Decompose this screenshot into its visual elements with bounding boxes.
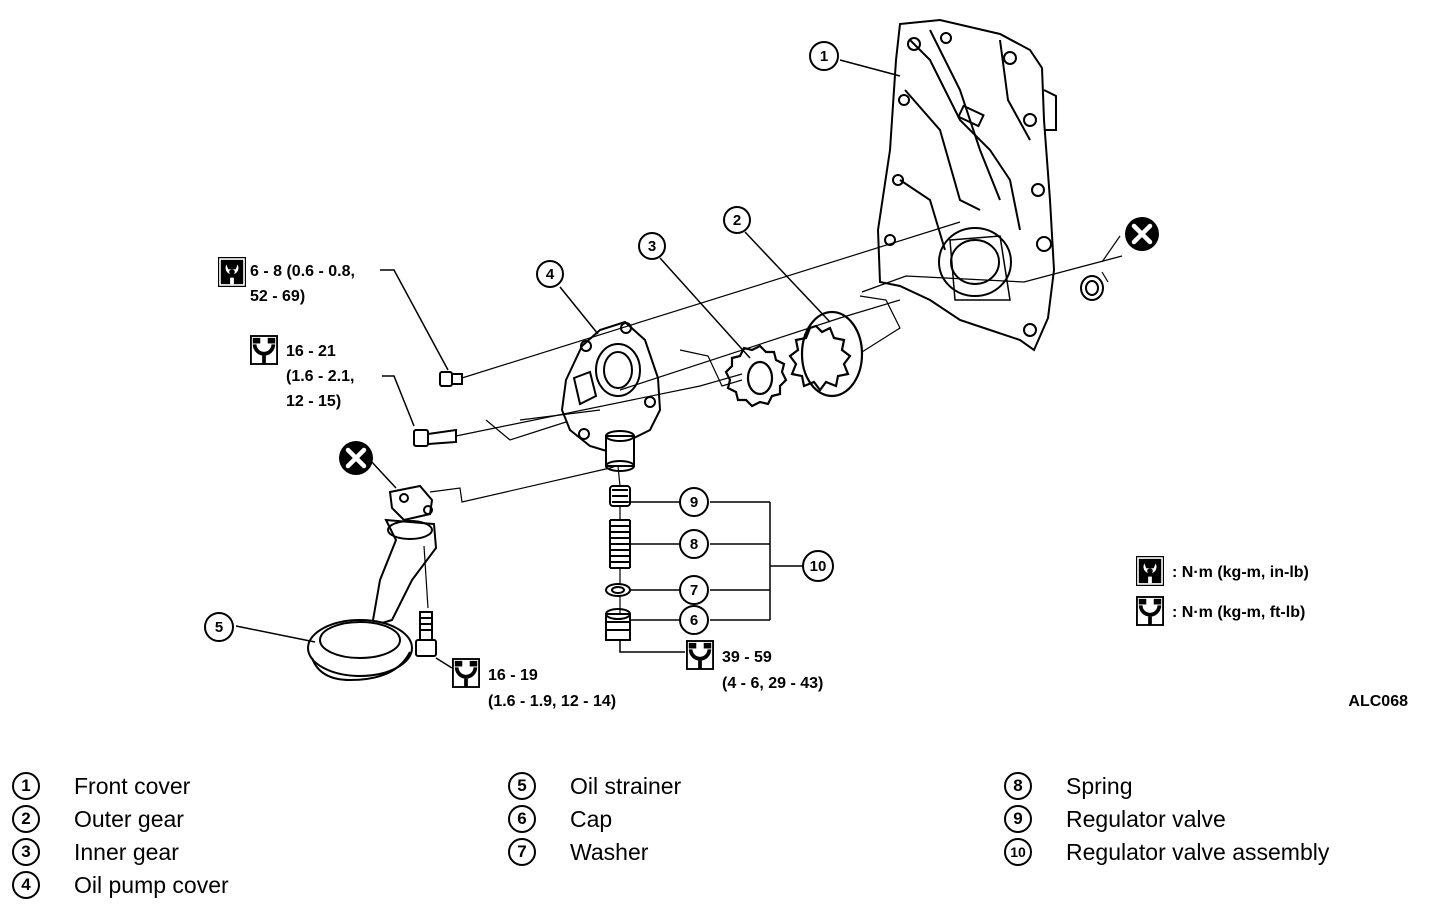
front-cover-part	[876, 18, 1057, 352]
legend-number: 4	[12, 871, 40, 899]
figure-code: ALC068	[1348, 693, 1408, 710]
svg-text:(4 - 6, 29 - 43): (4 - 6, 29 - 43)	[722, 675, 823, 692]
legend-label: Front cover	[74, 773, 191, 799]
legend-item-regulator-valve: 9 Regulator valve	[1004, 804, 1226, 834]
legend-number: 2	[12, 805, 40, 833]
svg-text:2: 2	[733, 212, 741, 229]
outer-gear-part	[788, 310, 864, 398]
svg-text:12 - 15): 12 - 15)	[286, 393, 341, 410]
x-circle-icon	[1125, 217, 1159, 251]
torque-spec-c: 16 - 19 (1.6 - 1.9, 12 - 14)	[452, 658, 616, 710]
legend-item-outer-gear: 2 Outer gear	[12, 804, 184, 834]
svg-text:10: 10	[810, 558, 827, 575]
svg-text:(1.6 - 1.9, 12 - 14): (1.6 - 1.9, 12 - 14)	[488, 693, 616, 710]
legend-number: 9	[1004, 805, 1032, 833]
plug-right	[1080, 275, 1104, 301]
legend-label: Washer	[570, 839, 649, 865]
svg-text:9: 9	[690, 494, 698, 511]
svg-text:: N·m (kg-m, in-lb): : N·m (kg-m, in-lb)	[1172, 564, 1309, 581]
unit-key: : N·m (kg-m, in-lb) : N·m (kg-m, ft-lb)	[1136, 556, 1309, 626]
legend-item-oil-strainer: 5 Oil strainer	[508, 771, 681, 801]
oil-strainer-part	[307, 484, 438, 682]
exploded-view-diagram: 1 2 3 4 5 9 8 7 6 10 6 - 8 (0.6 - 0.	[204, 18, 1408, 710]
legend-label: Oil pump cover	[74, 872, 229, 898]
legend-label: Outer gear	[74, 806, 184, 832]
legend-label: Regulator valve	[1066, 806, 1226, 832]
svg-text:6: 6	[690, 612, 698, 629]
callout-4: 4	[536, 260, 564, 288]
legend-item-oil-pump-cover: 4 Oil pump cover	[12, 870, 229, 900]
legend-number: 3	[12, 838, 40, 866]
svg-text:4: 4	[546, 266, 555, 283]
legend-number: 8	[1004, 772, 1032, 800]
callout-1: 1	[809, 41, 839, 71]
legend-number: 7	[508, 838, 536, 866]
svg-text:3: 3	[648, 238, 656, 255]
callout-2: 2	[723, 206, 751, 234]
svg-text:39 - 59: 39 - 59	[722, 649, 772, 666]
legend-label: Inner gear	[74, 839, 179, 865]
callout-9: 9	[679, 487, 709, 517]
assembly-guide-lines	[423, 221, 1123, 614]
legend-label: Spring	[1066, 773, 1133, 799]
legend-item-inner-gear: 3 Inner gear	[12, 837, 179, 867]
legend-number: 10	[1004, 838, 1032, 866]
callout-6: 6	[679, 605, 709, 635]
leader-lines	[235, 59, 901, 669]
oil-pump-cover-part	[560, 320, 662, 472]
inner-gear-part	[724, 344, 788, 408]
svg-text:16 - 21: 16 - 21	[286, 343, 336, 360]
legend-label: Cap	[570, 806, 613, 832]
svg-text:(1.6 - 2.1,: (1.6 - 2.1,	[286, 368, 354, 385]
svg-text:: N·m (kg-m, ft-lb): : N·m (kg-m, ft-lb)	[1172, 604, 1305, 621]
svg-text:8: 8	[690, 536, 698, 553]
legend-number: 1	[12, 772, 40, 800]
callout-8: 8	[679, 529, 709, 559]
legend-label: Regulator valve assembly	[1066, 839, 1330, 865]
svg-text:16 - 19: 16 - 19	[488, 667, 538, 684]
bolt-strainer	[415, 611, 437, 657]
bolt-upper-left	[413, 428, 457, 447]
wrench-outline-icon	[452, 658, 480, 688]
regulator-valve-stack	[605, 485, 631, 641]
callout-5: 5	[204, 612, 234, 642]
svg-text:5: 5	[215, 619, 223, 636]
torque-spec-a: 6 - 8 (0.6 - 0.8, 52 - 69)	[218, 257, 355, 305]
legend-item-spring: 8 Spring	[1004, 771, 1132, 801]
x-circle-icon	[339, 441, 373, 475]
torque-spec-d: 39 - 59 (4 - 6, 29 - 43)	[686, 640, 823, 692]
legend-label: Oil strainer	[570, 773, 682, 799]
wrench-outline-icon	[1136, 596, 1164, 626]
callout-7: 7	[679, 575, 709, 605]
wrench-outline-icon	[250, 335, 278, 365]
svg-text:7: 7	[690, 582, 698, 599]
callout-10: 10	[802, 550, 834, 582]
wrench-filled-icon	[218, 257, 246, 287]
wrench-filled-icon	[1136, 556, 1164, 586]
wrench-outline-icon	[686, 640, 714, 670]
callout-3: 3	[638, 232, 666, 260]
legend-number: 6	[508, 805, 536, 833]
legend-item-regulator-valve-assembly: 10 Regulator valve assembly	[1004, 837, 1329, 867]
legend-item-front-cover: 1 Front cover	[12, 771, 190, 801]
svg-text:1: 1	[820, 48, 828, 65]
bolts	[413, 275, 1104, 657]
legend-item-cap: 6 Cap	[508, 804, 612, 834]
svg-text:6 - 8 (0.6 - 0.8,: 6 - 8 (0.6 - 0.8,	[250, 263, 355, 280]
svg-text:52 - 69): 52 - 69)	[250, 288, 305, 305]
torque-spec-b: 16 - 21 (1.6 - 2.1, 12 - 15)	[250, 335, 354, 410]
bolt-small-upper	[439, 371, 463, 387]
legend-item-washer: 7 Washer	[508, 837, 648, 867]
legend-number: 5	[508, 772, 536, 800]
